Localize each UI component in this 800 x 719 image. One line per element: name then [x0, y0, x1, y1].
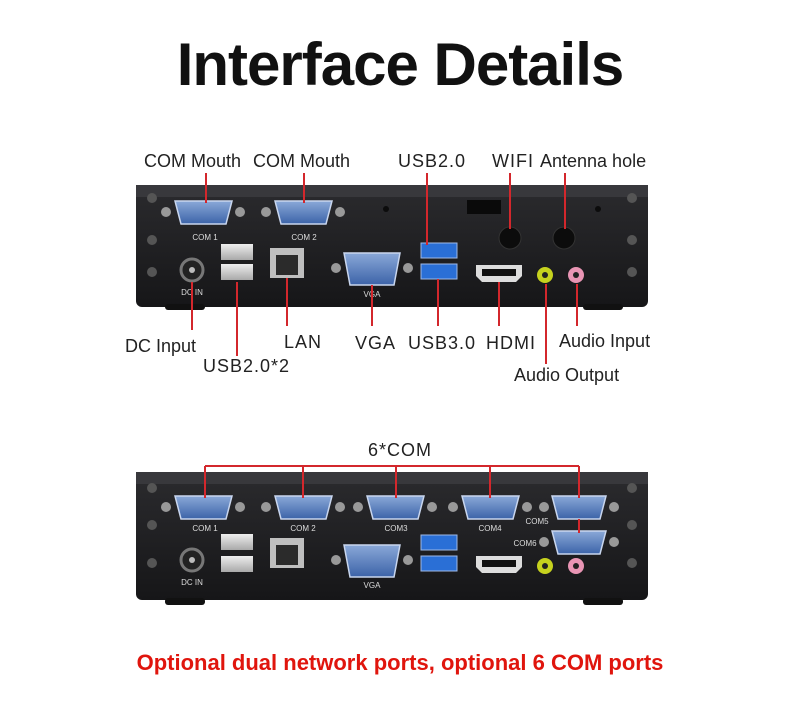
panel-com1-bottom: COM 1: [192, 524, 218, 533]
label-audio-output: Audio Output: [514, 365, 620, 385]
label-antenna-hole: Antenna hole: [540, 151, 647, 171]
panel-vga-bottom: VGA: [364, 581, 382, 590]
label-com-mouth-2: COM Mouth: [253, 151, 351, 171]
six-com-bracket: [204, 465, 580, 533]
panel-com4: COM4: [478, 524, 502, 533]
page-title: Interface Details: [176, 31, 625, 98]
panel-dcin-bottom: DC IN: [181, 578, 203, 587]
panel-com6: COM6: [513, 539, 537, 548]
label-lan: LAN: [284, 332, 323, 352]
label-audio-input: Audio Input: [559, 331, 651, 351]
label-dc-input: DC Input: [125, 336, 197, 356]
com1-port-top: [161, 200, 245, 225]
label-usb20: USB2.0: [398, 151, 467, 171]
panel-com1-top: COM 1: [192, 233, 218, 242]
panel-com5: COM5: [525, 517, 549, 526]
panel-com2-bottom: COM 2: [290, 524, 316, 533]
label-six-com: 6*COM: [367, 440, 432, 460]
label-wifi: WIFI: [492, 151, 534, 171]
label-usb30: USB3.0: [408, 333, 477, 353]
callout-lines-top: [191, 173, 578, 364]
com2-port-top: [261, 200, 345, 225]
label-vga: VGA: [355, 333, 397, 353]
panel-com3: COM3: [384, 524, 408, 533]
label-hdmi: HDMI: [486, 333, 536, 353]
panel-com2-top: COM 2: [291, 233, 317, 242]
device-bottom: [136, 472, 648, 605]
footer-note: Optional dual network ports, optional 6 …: [136, 650, 664, 675]
com-row-bottom: [161, 495, 619, 555]
device-top: [136, 185, 648, 310]
label-com-mouth-1: COM Mouth: [144, 151, 242, 171]
label-usb20x2: USB2.0*2: [203, 356, 291, 376]
